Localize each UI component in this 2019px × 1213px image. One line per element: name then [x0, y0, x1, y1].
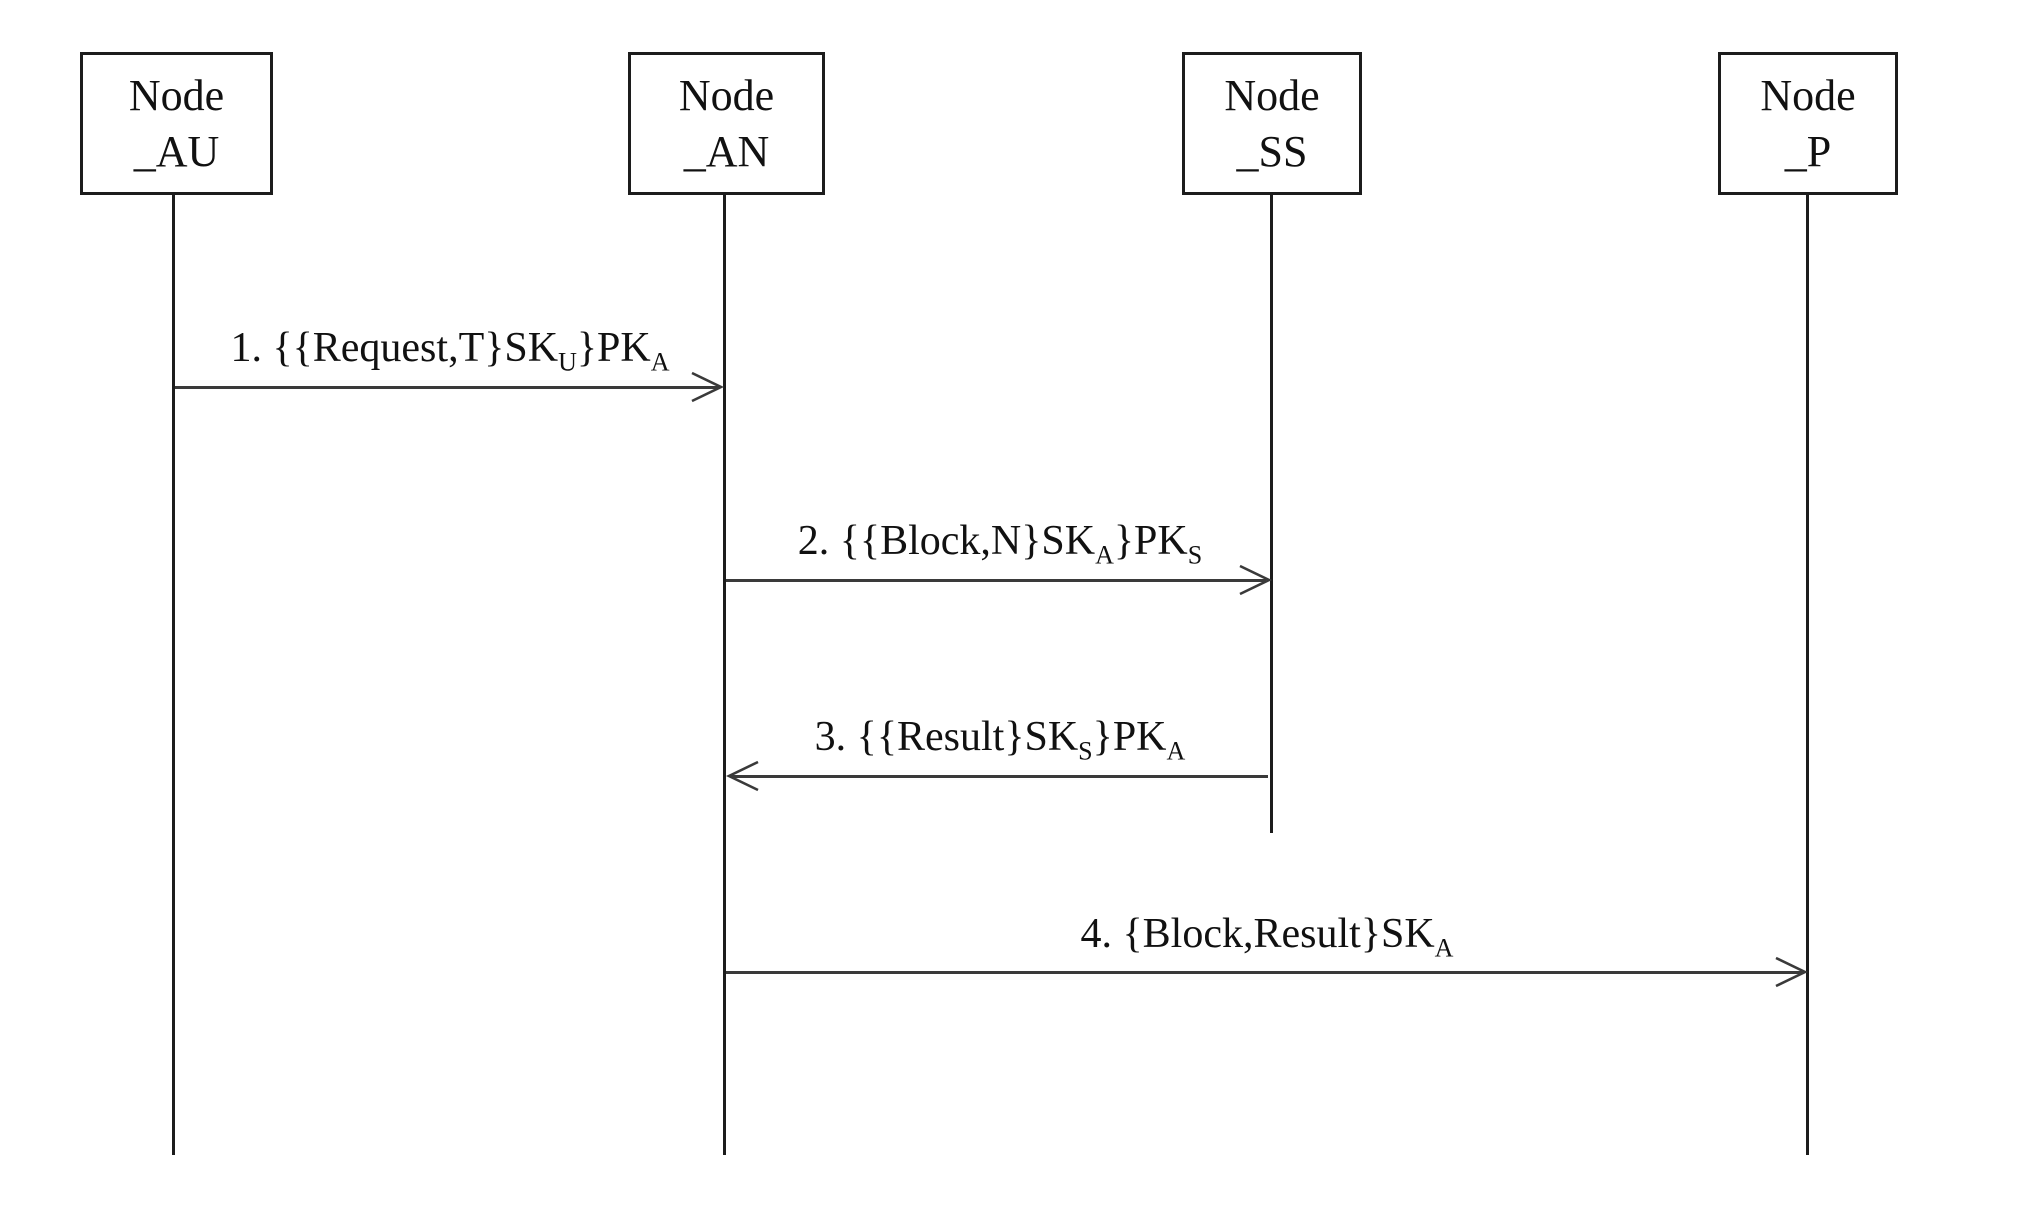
actor-label-line1: Node: [678, 71, 775, 121]
actor-label-line1: Node: [128, 71, 225, 121]
message-1-arrowhead-right-icon: [691, 371, 724, 403]
message-2-arrowhead-right-icon: [1239, 564, 1272, 596]
message-3-arrowhead-left-icon: [726, 760, 759, 792]
message-4-arrowhead-right-icon: [1775, 956, 1808, 988]
message-2-arrow-line: [726, 579, 1266, 582]
lifeline-node-au: [172, 195, 175, 1155]
actor-label-line2: _AN: [683, 126, 770, 176]
actor-label-line1: Node: [1224, 71, 1320, 121]
actor-label-line2: _AU: [133, 126, 220, 176]
lifeline-node-ss: [1270, 195, 1273, 833]
actor-label-line2: _P: [1784, 126, 1832, 176]
actor-box-node-p: Node _P: [1718, 52, 1898, 195]
message-3-arrow-line: [730, 775, 1268, 778]
actor-box-node-au: Node _AU: [80, 52, 273, 195]
message-1-arrow-line: [175, 386, 720, 389]
actor-label-line1: Node: [1760, 71, 1856, 121]
message-3-label: 3. {{Result}SKS}PKA: [814, 714, 1186, 766]
lifeline-node-p: [1806, 195, 1809, 1155]
lifeline-node-an: [723, 195, 726, 1155]
message-1-label: 1. {{Request,T}SKU}PKA: [230, 325, 670, 377]
message-4-label: 4. {Block,Result}SKA: [1080, 911, 1454, 963]
actor-label-line2: _SS: [1236, 126, 1308, 176]
message-2-label: 2. {{Block,N}SKA}PKS: [797, 518, 1203, 570]
message-4-arrow-line: [726, 971, 1804, 974]
actor-box-node-ss: Node _SS: [1182, 52, 1362, 195]
actor-box-node-an: Node _AN: [628, 52, 825, 195]
